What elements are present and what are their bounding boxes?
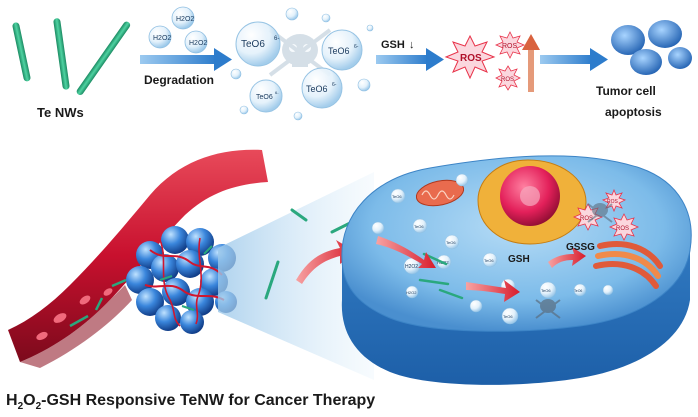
- nucleus: [477, 159, 587, 245]
- ros-small-label-2: ROS: [501, 77, 514, 83]
- ros-burst-main: ROS: [444, 34, 496, 80]
- cell-teo6-label-1: TeO6: [392, 194, 402, 199]
- cell-ros-2: ROS: [608, 213, 640, 241]
- caption-sub1: 2: [18, 401, 24, 412]
- ros-small-label-1: ROS: [502, 43, 518, 50]
- h2o2-label-2: H2O2: [153, 35, 171, 42]
- degradation-arrow: [140, 48, 232, 71]
- te-nws-label: Te NWs: [37, 105, 84, 120]
- teo6-label-1: TeO6: [241, 39, 265, 50]
- caption-sub2: 2: [36, 401, 42, 412]
- cell-ros-label-3: ROS: [607, 199, 619, 205]
- cell-teo6-label-7: TeO6: [574, 289, 582, 293]
- cell-h2o2: H2O2 H2O2 H2O2: [403, 254, 452, 299]
- entry-arrow: [296, 240, 356, 284]
- teo6-charge-1: 6-: [274, 36, 279, 42]
- cell-ros-label-2: ROS: [616, 226, 629, 232]
- zoom-cone: [218, 172, 374, 380]
- teo6-charge-3: 6-: [275, 90, 279, 95]
- cell-teo6-label-4: TeO6: [484, 258, 494, 263]
- cell-teo6-label-6: TeO6: [503, 314, 513, 319]
- gsh-arrow: [376, 48, 444, 71]
- cell-red-arrow-2: [466, 280, 520, 302]
- gsh-gssg-arrow: [548, 247, 586, 268]
- mitochondrion-1: [415, 179, 465, 207]
- cell-ros-label-1: ROS: [580, 216, 593, 222]
- ros-increase-arrow: [522, 34, 540, 92]
- cell-gsh-label: GSH: [508, 254, 530, 265]
- h2o2-label-1: H2O2: [176, 16, 194, 23]
- teo6-charge-4: 6-: [332, 82, 337, 88]
- cell-teo6-label-2: TeO6: [414, 224, 424, 229]
- h2o2-molecules-top: H2O2 H2O2 H2O2: [148, 6, 208, 54]
- teo6-charge-2: 6-: [354, 44, 359, 50]
- caption-prefix: H: [6, 392, 18, 409]
- degradation-label: Degradation: [144, 73, 214, 87]
- teo6-label-2: TeO6: [328, 46, 350, 56]
- caption-rest: -GSH Responsive TeNW for Cancer Therapy: [41, 392, 375, 409]
- cell-red-arrow-1: [376, 236, 436, 268]
- figure-caption: H2O2-GSH Responsive TeNW for Cancer Ther…: [6, 392, 375, 412]
- cell-h2o2-label-1: H2O2: [405, 264, 418, 270]
- teo6-label-3: TeO6: [256, 94, 273, 101]
- ros-main-label: ROS: [460, 53, 482, 64]
- cell-teo6-label-5: TeO6: [541, 288, 551, 293]
- gsh-down-arrow: ↓: [409, 39, 415, 51]
- cell-skull-icon-1: [587, 203, 613, 223]
- teo6-label-4: TeO6: [306, 84, 328, 94]
- cell-gssg-label: GSSG: [566, 242, 595, 253]
- ros-burst-small-2: ROS: [495, 65, 521, 91]
- cell-skull-icon-2: [535, 299, 561, 319]
- cell-h2o2-label-3: H2O2: [406, 290, 417, 295]
- tumor-cluster: [126, 226, 237, 334]
- skull-icon: [268, 28, 332, 77]
- outcome-line1: Tumor cell: [596, 84, 656, 98]
- caption-mid: O: [23, 392, 35, 409]
- te-nanowires: [12, 18, 131, 95]
- outcome-line2: apoptosis: [605, 105, 662, 119]
- golgi-apparatus: [593, 241, 663, 289]
- apoptotic-bodies: [611, 20, 692, 75]
- h2o2-label-3: H2O2: [189, 40, 207, 47]
- cell-teo6-label-3: TeO6: [446, 240, 456, 245]
- gsh-top-label: GSH: [381, 39, 405, 51]
- ros-burst-small-1: ROS: [494, 31, 526, 59]
- teo6-bubble-cluster: TeO6 6- TeO6 6- TeO6 6- TeO6 6-: [230, 7, 374, 121]
- apoptosis-arrow: [540, 48, 608, 71]
